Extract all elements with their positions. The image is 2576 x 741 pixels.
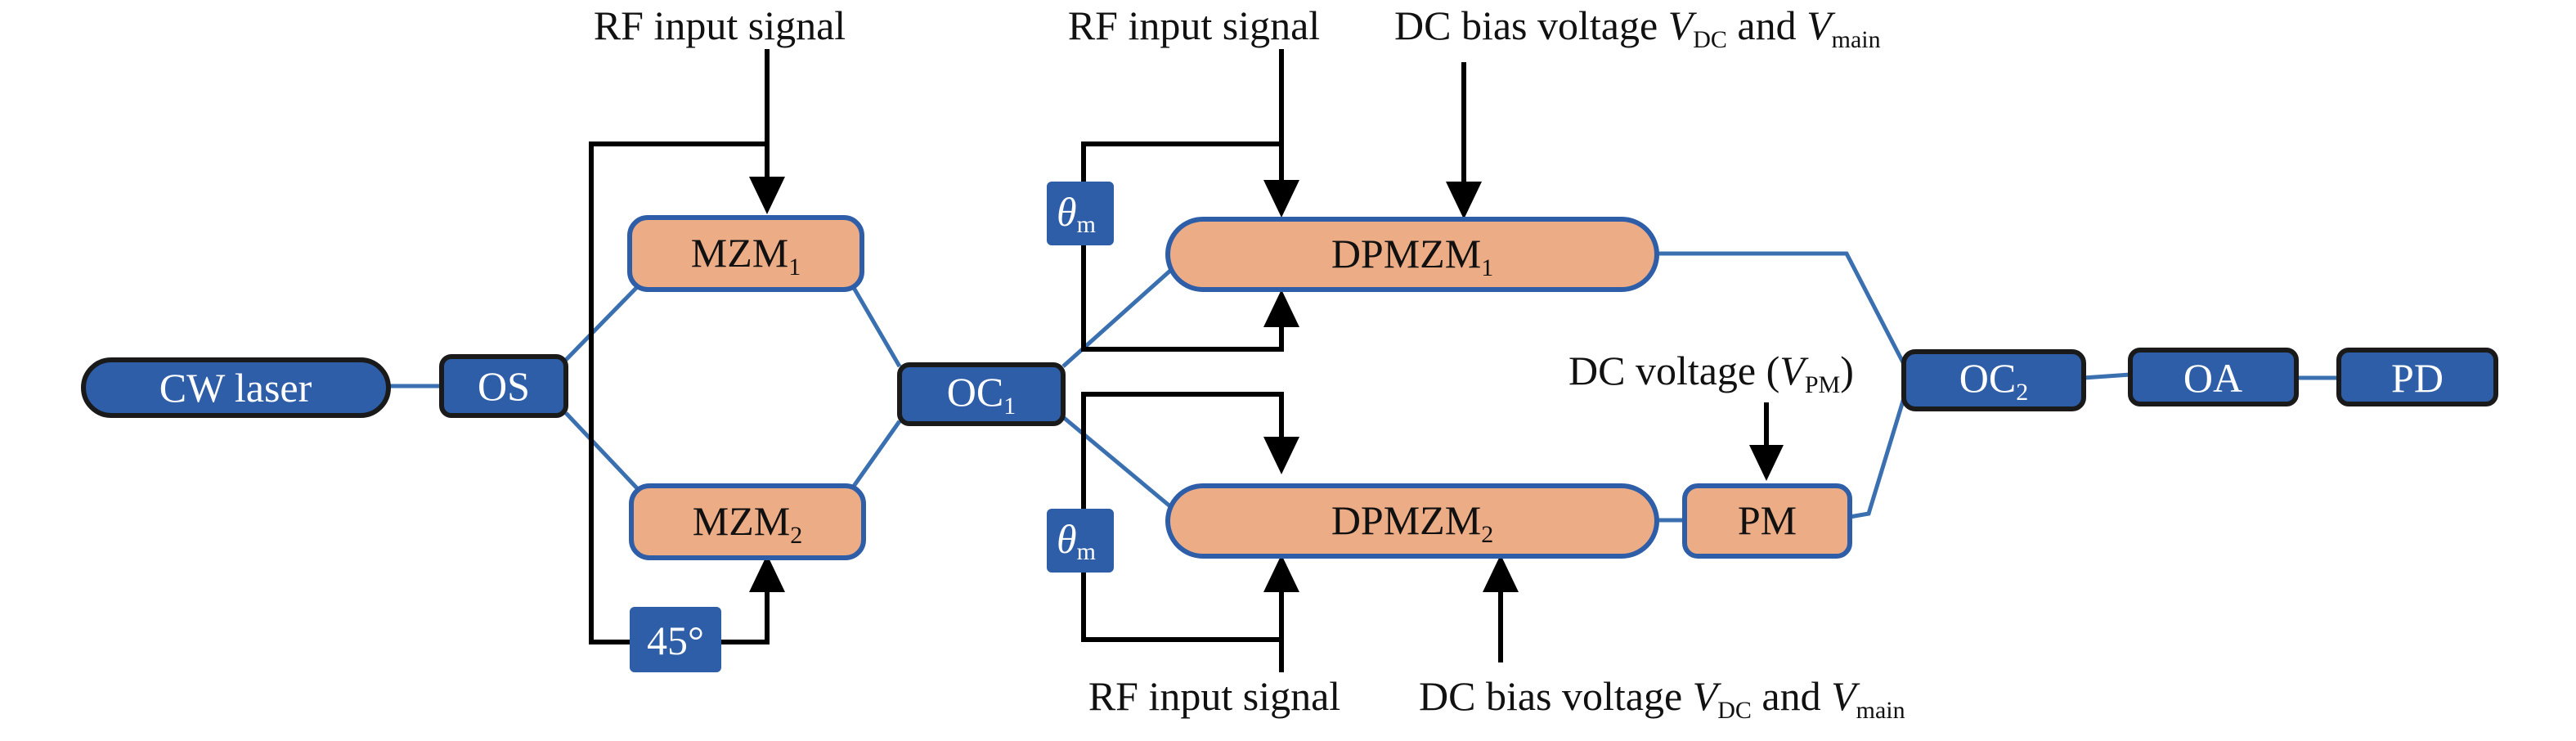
- mzm1-block: MZM1: [627, 215, 864, 292]
- dc-bias-bottom-v1: V: [1693, 673, 1722, 719]
- theta-lower-subscript: m: [1077, 538, 1096, 565]
- dpmzm2-label: DPMZM2: [1331, 497, 1493, 548]
- oc1-label: OC1: [947, 369, 1016, 420]
- rf-wire-dpmzm2-upper: [1081, 392, 1284, 509]
- mzm2-label: MZM2: [693, 498, 802, 549]
- theta-upper-base: θ: [1057, 189, 1077, 235]
- dc-bias-bottom-and: and: [1752, 673, 1831, 719]
- cw-laser-label: CW laser: [159, 365, 312, 411]
- arrowheads: [749, 177, 1784, 592]
- arrow-up-icon: [1483, 555, 1519, 592]
- electrical-links: [589, 49, 1769, 672]
- mzm2-subscript: 2: [790, 522, 802, 549]
- phase-shift-45-block: 45°: [630, 607, 721, 672]
- theta-lower-base: θ: [1057, 516, 1077, 562]
- rf-wire-dpmzm1-top: [1081, 49, 1284, 182]
- dpmzm1-label: DPMZM1: [1331, 231, 1493, 281]
- link-oc1-dpmzm2: [1061, 415, 1173, 509]
- arrow-down-icon: [1749, 445, 1784, 481]
- dpmzm2-base: DPMZM: [1331, 497, 1481, 543]
- dc-bias-top-v1: V: [1668, 2, 1698, 48]
- rf-input-label-dpmzm1: RF input signal: [1068, 2, 1320, 48]
- arrow-up-icon: [1263, 555, 1299, 592]
- theta-upper-block: θm: [1047, 182, 1114, 245]
- link-os-mzm1: [564, 285, 640, 362]
- arrow-down-icon: [1263, 180, 1299, 218]
- link-os-mzm2: [564, 411, 640, 491]
- theta-upper-subscript: m: [1077, 211, 1096, 238]
- link-pm-oc2: [1849, 397, 1906, 519]
- dc-bias-top-v2-sub: main: [1832, 26, 1881, 53]
- link-mzm2-oc1: [848, 420, 902, 492]
- oc2-subscript: 2: [2016, 379, 2028, 406]
- theta-upper-label: θm: [1057, 189, 1096, 238]
- rf-wire-dpmzm1-lower: [1081, 245, 1284, 352]
- link-mzm1-oc1: [848, 281, 902, 368]
- arrow-up-icon: [1263, 290, 1299, 327]
- oc2-block: OC2: [1901, 349, 2086, 411]
- dc-bias-bottom-v2: V: [1831, 673, 1860, 719]
- dpmzm1-base: DPMZM: [1331, 231, 1481, 276]
- pd-block: PD: [2336, 348, 2498, 406]
- oc1-block: OC1: [897, 362, 1066, 426]
- dc-bias-top-v2: V: [1806, 2, 1836, 48]
- dc-bias-bottom-v1-sub: DC: [1717, 697, 1752, 724]
- dc-bias-bottom-text: DC bias voltage: [1419, 673, 1693, 719]
- rf-input-label-dpmzm2: RF input signal: [1088, 673, 1340, 719]
- dc-voltage-pm-text: DC voltage (: [1568, 348, 1779, 393]
- rf-input-label-mzm: RF input signal: [594, 2, 846, 48]
- dc-voltage-pm-label: DC voltage (VPM): [1568, 348, 1854, 398]
- pm-block: PM: [1682, 483, 1852, 559]
- arrow-down-icon: [1263, 437, 1299, 474]
- mzm1-subscript: 1: [788, 254, 801, 281]
- rf-wire-dpmzm2-bottom: [1081, 573, 1284, 672]
- oc1-base: OC: [947, 369, 1003, 415]
- dc-bias-label-bottom: DC bias voltage VDC and Vmain: [1419, 673, 1905, 724]
- phase-shift-45-label: 45°: [647, 618, 704, 663]
- dpmzm2-block: DPMZM2: [1165, 483, 1659, 559]
- rf-wire-45-mzm2: [720, 591, 770, 644]
- mzm2-block: MZM2: [629, 483, 866, 560]
- theta-lower-block: θm: [1047, 509, 1114, 573]
- dc-bias-bottom-v2-sub: main: [1856, 697, 1905, 724]
- oc1-subscript: 1: [1003, 393, 1016, 420]
- dc-voltage-pm-v: V: [1779, 348, 1809, 393]
- os-block: OS: [439, 354, 568, 418]
- dc-bias-label-top: DC bias voltage VDC and Vmain: [1394, 2, 1881, 53]
- arrow-up-icon: [749, 555, 785, 592]
- oa-block: OA: [2128, 348, 2299, 406]
- pd-label: PD: [2391, 355, 2444, 401]
- oa-label: OA: [2183, 355, 2242, 401]
- mzm1-label: MZM1: [691, 230, 801, 281]
- arrow-down-icon: [1446, 182, 1482, 219]
- pm-label: PM: [1738, 497, 1797, 543]
- theta-lower-label: θm: [1057, 516, 1096, 565]
- dpmzm1-block: DPMZM1: [1165, 217, 1659, 292]
- mzm1-base: MZM: [691, 230, 788, 276]
- oc2-base: OC: [1959, 355, 2016, 401]
- link-oc2-oa: [2083, 372, 2131, 380]
- dpmzm1-subscript: 1: [1481, 254, 1493, 281]
- dc-bias-top-v1-sub: DC: [1693, 26, 1727, 53]
- dc-voltage-pm-close: ): [1840, 348, 1854, 393]
- dc-voltage-pm-v-sub: PM: [1805, 371, 1840, 398]
- os-label: OS: [478, 363, 530, 409]
- dc-bias-top-text: DC bias voltage: [1394, 2, 1668, 48]
- dpmzm2-subscript: 2: [1481, 521, 1493, 548]
- arrow-down-icon: [749, 177, 785, 214]
- link-oc1-dpmzm1: [1061, 268, 1173, 368]
- dc-bias-top-and: and: [1727, 2, 1806, 48]
- rf-wire-mzm-top: [589, 49, 770, 644]
- oc2-label: OC2: [1959, 355, 2028, 406]
- cw-laser-block: CW laser: [81, 357, 391, 418]
- link-dpmzm1-oc2: [1650, 251, 1906, 366]
- mzm2-base: MZM: [693, 498, 790, 544]
